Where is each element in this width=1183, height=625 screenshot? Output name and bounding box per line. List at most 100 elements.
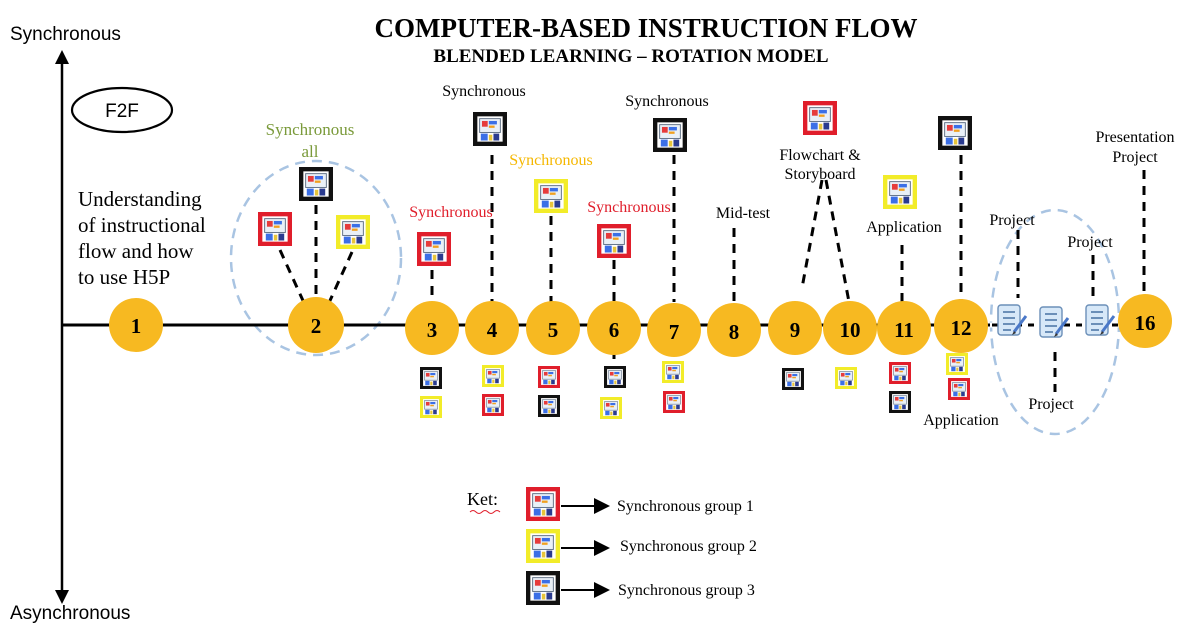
legend-item-group2: Synchronous group 2 [526,529,757,563]
flowchart-label: Storyboard [784,166,855,183]
diagram-subtitle: BLENDED LEARNING – ROTATION MODEL [433,46,828,67]
presentation-board-icon [420,367,442,389]
node-7: 7 [647,303,701,357]
flowchart-label: Flowchart & [779,147,861,164]
axis-top-label: Synchronous [10,24,121,45]
checklist-pencil-icon [1084,303,1116,337]
project-icons [996,303,1116,339]
legend-item-label: Synchronous group 1 [617,498,754,515]
node-3: 3 [405,301,459,355]
checklist-pencil-icon [996,303,1028,337]
f2f-label: F2F [105,101,139,122]
node-9: 9 [768,301,822,355]
presentation-board-icon [946,353,968,375]
intro-line: to use H5P [78,265,170,289]
f2f-ellipse [70,86,174,134]
presentation-board-icon [482,394,504,416]
node-label: 12 [951,316,972,340]
presentation-board-icon [600,397,622,419]
axis-bottom-label: Asynchronous [10,603,130,624]
presentation-board-icon [653,118,687,152]
node-label: 2 [311,314,322,338]
node-label: 8 [729,320,740,344]
presentation-board-icon [889,391,911,413]
node-label: 1 [131,314,142,338]
session-icons-small [420,353,970,419]
node-10: 10 [823,301,877,355]
node-label: 11 [894,318,914,342]
timeline-nodes: 1 2 3 4 5 6 7 8 9 10 11 12 16 [109,294,1172,357]
legend: Ket: Synchronous group 1 Synchronous gro… [467,487,757,605]
presentation-board-icon [662,361,684,383]
presentation-board-icon [538,395,560,417]
session-labels: Synchronous all Synchronous Synchronous … [266,83,1175,429]
node-label: 3 [427,318,438,342]
node-12: 12 [934,299,988,353]
project-label: Project [1067,234,1113,251]
node-label: 5 [548,318,559,342]
node-6: 6 [587,301,641,355]
application-label-top: Application [866,219,942,236]
presentation-board-icon [417,232,451,266]
presentation-board-icon [534,179,568,213]
presentation-board-icon [336,215,370,249]
project-label: Project [1028,396,1074,413]
node-5: 5 [526,301,580,355]
presentation-board-icon [889,362,911,384]
sync-label-4: Synchronous [442,83,526,100]
vertical-axis [55,50,69,604]
node-label: 7 [669,320,680,344]
presentation-board-icon [299,167,333,201]
presentation-board-icon [258,212,292,246]
sync-all-label: all [302,142,319,161]
sync-label-7: Synchronous [625,93,709,110]
sync-label-3: Synchronous [409,204,493,221]
sync-all-label: Synchronous [266,120,355,139]
presentation-board-icon [604,366,626,388]
presentation-board-icon [526,529,560,563]
node-label: 10 [840,318,861,342]
node-label: 9 [790,318,801,342]
node-label: 16 [1135,311,1156,335]
node-label: 6 [609,318,620,342]
presentation-board-icon [473,112,507,146]
intro-text: Understanding of instructional flow and … [78,187,206,289]
legend-item-group1: Synchronous group 1 [526,487,754,521]
node-11: 11 [877,301,931,355]
intro-line: flow and how [78,239,194,263]
intro-line: of instructional [78,213,206,237]
node-label: 4 [487,318,498,342]
diagram-title: COMPUTER-BASED INSTRUCTION FLOW [374,13,917,43]
midtest-label: Mid-test [716,205,771,222]
presentation-board-icon [526,571,560,605]
sync-label-5: Synchronous [509,152,593,169]
session-icons-large [258,101,972,266]
intro-line: Understanding [78,187,202,211]
legend-ket-label: Ket: [467,489,498,509]
node-4: 4 [465,301,519,355]
node-2: 2 [288,297,344,353]
presentation-board-icon [420,396,442,418]
node-16: 16 [1118,294,1172,348]
presentation-board-icon [538,366,560,388]
presentation-board-icon [526,487,560,521]
presentation-board-icon [663,391,685,413]
connectors [278,155,1146,392]
sync-label-6: Synchronous [587,199,671,216]
presentation-board-icon [938,116,972,150]
group-ellipse-session-2 [229,159,403,357]
presentation-board-icon [835,367,857,389]
checklist-pencil-icon [1038,305,1070,339]
presentation-label: Presentation [1095,129,1174,146]
legend-item-label: Synchronous group 2 [620,538,757,555]
presentation-board-icon [597,224,631,258]
node-8: 8 [707,303,761,357]
presentation-label: Project [1112,149,1158,166]
legend-item-label: Synchronous group 3 [618,582,755,599]
presentation-board-icon [803,101,837,135]
node-1: 1 [109,298,163,352]
presentation-board-icon [948,378,970,400]
legend-item-group3: Synchronous group 3 [526,571,755,605]
